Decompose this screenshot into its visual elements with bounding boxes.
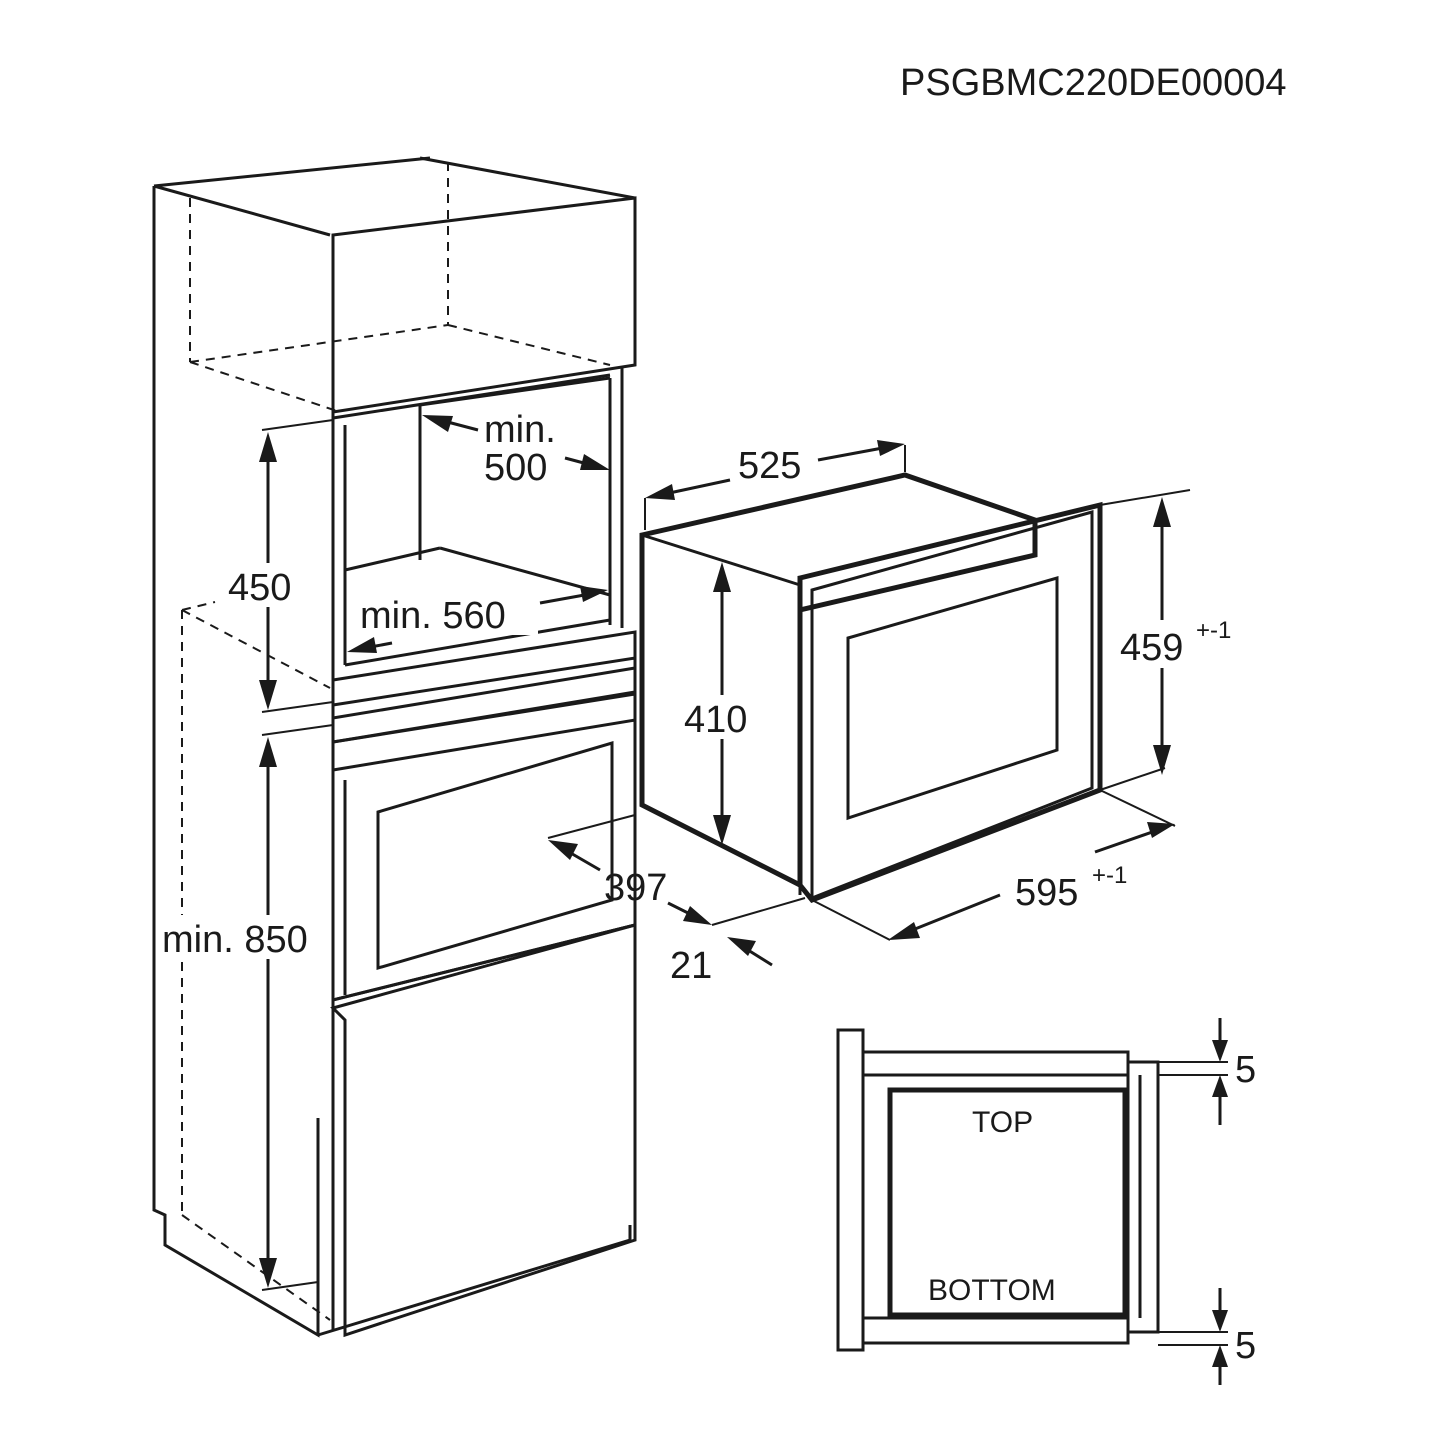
section-appliance-body bbox=[887, 1087, 1128, 1318]
dim-525-line-right bbox=[817, 445, 889, 462]
dim-595-label: 595 bbox=[1015, 872, 1078, 914]
ext-line-595-left bbox=[811, 899, 891, 941]
cabinet-side-panel bbox=[152, 186, 320, 1338]
arrow-500-left bbox=[422, 415, 453, 432]
dim-595-line-right bbox=[1094, 828, 1159, 854]
arrow-450-top bbox=[259, 432, 277, 462]
microwave-body-edge bbox=[641, 533, 801, 587]
tall-cabinet bbox=[152, 156, 637, 1338]
section-top-label: TOP bbox=[972, 1106, 1033, 1139]
hidden-line-9 bbox=[181, 1214, 331, 1321]
section-top-panel bbox=[863, 1050, 1130, 1077]
niche-floor-front bbox=[344, 618, 611, 667]
microwave-front-frame bbox=[797, 501, 1103, 903]
dim-450-label: 450 bbox=[228, 567, 291, 609]
arrow-595-right bbox=[1147, 822, 1175, 838]
document-code: PSGBMC220DE00004 bbox=[900, 62, 1287, 104]
dim-gap-bottom-label: 5 bbox=[1235, 1325, 1256, 1367]
lower-door bbox=[330, 923, 637, 1338]
section-bottom-panel bbox=[863, 1316, 1130, 1345]
dim-397-label: 397 bbox=[604, 867, 667, 909]
microwave-front-panel bbox=[810, 510, 1094, 901]
arrow-459-top bbox=[1153, 497, 1171, 527]
label-bg-450 bbox=[225, 563, 315, 607]
microwave-appliance bbox=[639, 445, 1103, 903]
dim-850-label: min. 850 bbox=[162, 919, 308, 961]
arrow-850-top bbox=[259, 737, 277, 767]
arrow-21 bbox=[727, 937, 756, 956]
separator-strip bbox=[331, 656, 637, 744]
ext-line-450-top bbox=[261, 419, 334, 431]
niche-floor-left bbox=[344, 546, 441, 572]
ext-line-21 bbox=[711, 897, 806, 926]
section-bottom-label: BOTTOM bbox=[928, 1274, 1056, 1307]
arrow-595-left bbox=[888, 922, 920, 940]
cabinet-top-back-edge bbox=[153, 156, 431, 188]
dim-410-label: 410 bbox=[684, 699, 747, 741]
dim-500-prefix: min. bbox=[484, 409, 556, 451]
oven-window bbox=[376, 740, 614, 970]
arrow-gap-bottom-up bbox=[1212, 1345, 1228, 1367]
cabinet-top-right-edge bbox=[419, 156, 636, 200]
label-bg-459 bbox=[1118, 620, 1238, 668]
microwave-window bbox=[846, 576, 1059, 821]
arrow-397-left bbox=[548, 840, 578, 860]
arrow-560-left bbox=[347, 637, 377, 653]
arrow-gap-top-up bbox=[1212, 1075, 1228, 1097]
dim-560-label: min. 560 bbox=[360, 595, 506, 637]
ext-line-397 bbox=[547, 814, 636, 839]
ext-line-850-bottom bbox=[261, 1281, 319, 1291]
niche-back-top bbox=[419, 376, 611, 407]
arrow-525-left bbox=[645, 484, 675, 500]
arrow-450-bottom bbox=[259, 680, 277, 710]
hidden-line-7 bbox=[181, 601, 216, 611]
arrow-525-right bbox=[877, 440, 905, 456]
arrow-397-right bbox=[683, 906, 712, 925]
dim-21-label: 21 bbox=[670, 945, 712, 987]
microwave-dimensions: 525 410 459 +-1 595 +-1 bbox=[645, 440, 1238, 941]
label-bg-410 bbox=[682, 695, 764, 739]
ext-line-850-top bbox=[261, 724, 334, 736]
dim-459-label: 459 bbox=[1120, 627, 1183, 669]
arrow-459-bottom bbox=[1153, 745, 1171, 775]
label-bg-560 bbox=[358, 593, 538, 635]
arrow-410-top bbox=[713, 562, 731, 592]
ext-line-595-right bbox=[1099, 789, 1176, 827]
dim-595-tolerance: +-1 bbox=[1092, 862, 1127, 889]
arrow-410-bottom bbox=[713, 815, 731, 845]
section-view: TOP BOTTOM 5 5 bbox=[836, 1018, 1256, 1385]
dim-595-line-left bbox=[904, 893, 1001, 935]
microwave-body bbox=[639, 472, 1038, 890]
dim-gap-top-label: 5 bbox=[1235, 1049, 1256, 1091]
label-bg-850 bbox=[160, 915, 330, 959]
section-front-panel bbox=[836, 1028, 865, 1352]
dim-560-line-right bbox=[539, 592, 591, 605]
hidden-line-4 bbox=[189, 361, 341, 413]
arrow-500-right bbox=[580, 454, 610, 470]
hidden-line-5 bbox=[447, 324, 611, 366]
dim-459-tolerance: +-1 bbox=[1196, 617, 1231, 644]
cabinet-dimensions: 450 min. 850 min. 500 min. 560 397 bbox=[160, 409, 806, 1291]
ext-line-450-bottom bbox=[261, 701, 334, 713]
hidden-line-3 bbox=[189, 324, 449, 363]
arrow-gap-bottom-down bbox=[1212, 1310, 1228, 1332]
ext-line-459-bottom bbox=[1099, 767, 1166, 791]
hidden-line-8 bbox=[181, 609, 331, 689]
cabinet-bottom-front-edge bbox=[317, 1238, 631, 1337]
cabinet-top-left-edge bbox=[153, 184, 331, 237]
ext-line-459-top bbox=[1099, 489, 1191, 506]
dim-525-label: 525 bbox=[738, 445, 801, 487]
arrow-850-bottom bbox=[259, 1258, 277, 1288]
arrow-gap-top-down bbox=[1212, 1040, 1228, 1062]
section-appliance-frame bbox=[1126, 1060, 1160, 1334]
dim-500-value: 500 bbox=[484, 447, 547, 489]
arrow-560-right bbox=[580, 586, 608, 602]
